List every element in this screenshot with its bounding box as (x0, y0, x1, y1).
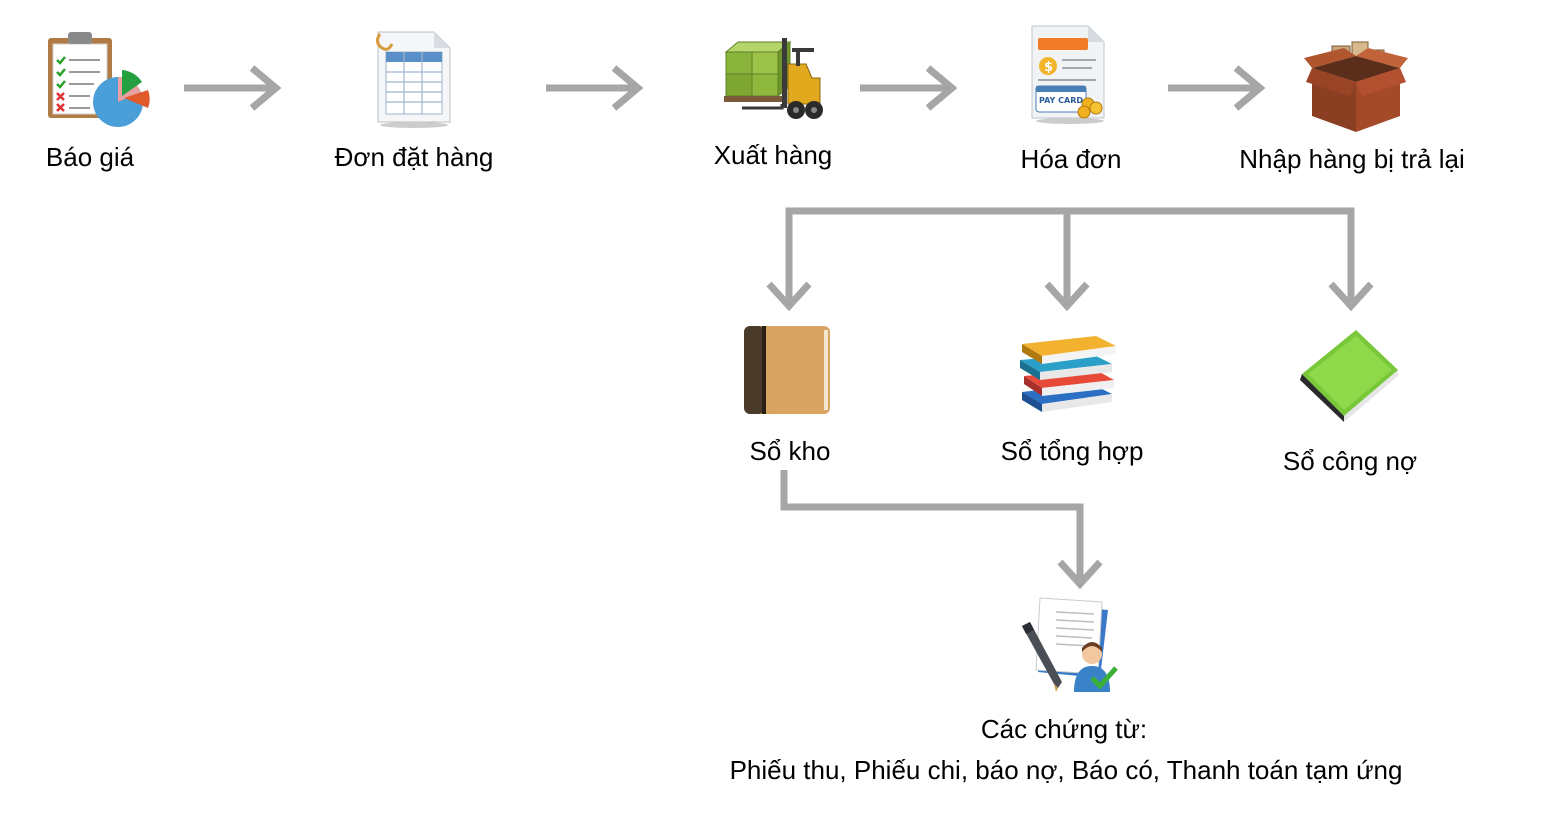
flow-label-invoice: Hóa đơn (1020, 144, 1122, 174)
green-book-icon (1300, 330, 1398, 422)
documents-title: Các chứng từ: (980, 714, 1148, 744)
arrow-invoice-to-return-head (1233, 65, 1266, 111)
ledger-label-stock: Sổ kho (749, 436, 831, 466)
documents-items: Phiếu thu, Phiếu chi, báo nợ, Báo có, Th… (729, 755, 1403, 785)
arrow-stock-to-documents-head (1057, 559, 1103, 590)
flow-label-quote: Báo giá (45, 142, 135, 172)
arrow-export-to-invoice-head (925, 65, 958, 111)
documents-pen-user-icon (1022, 597, 1118, 692)
arrow-stock-to-documents (780, 470, 1084, 582)
ledger-label-general: Sổ tổng hợp (1000, 436, 1144, 466)
arrow-quote-to-order-head (249, 65, 282, 111)
arrow-order-to-export-head (611, 65, 644, 111)
forklift-icon (724, 38, 823, 119)
flow-label-return: Nhập hàng bị trả lại (1239, 144, 1465, 174)
order-form-icon (375, 31, 451, 128)
flow-label-export: Xuất hàng (713, 140, 833, 170)
book-stack-icon (1020, 336, 1116, 412)
brown-book-icon (744, 326, 830, 414)
invoice-paycard-icon: $ PAY CARD (1031, 25, 1105, 124)
flow-label-order: Đơn đặt hàng (334, 142, 494, 172)
ledger-label-debt: Sổ công nợ (1282, 446, 1418, 476)
svg-text:$: $ (1044, 60, 1053, 75)
svg-text:PAY CARD: PAY CARD (1039, 96, 1083, 105)
arrow-to-debt-ledger-head (1328, 281, 1374, 312)
quote-clipboard-chart-icon (48, 32, 150, 127)
returned-box-icon (1304, 41, 1408, 132)
arrow-to-general-ledger-head (1044, 281, 1090, 312)
arrow-to-stock-ledger-head (766, 281, 812, 312)
